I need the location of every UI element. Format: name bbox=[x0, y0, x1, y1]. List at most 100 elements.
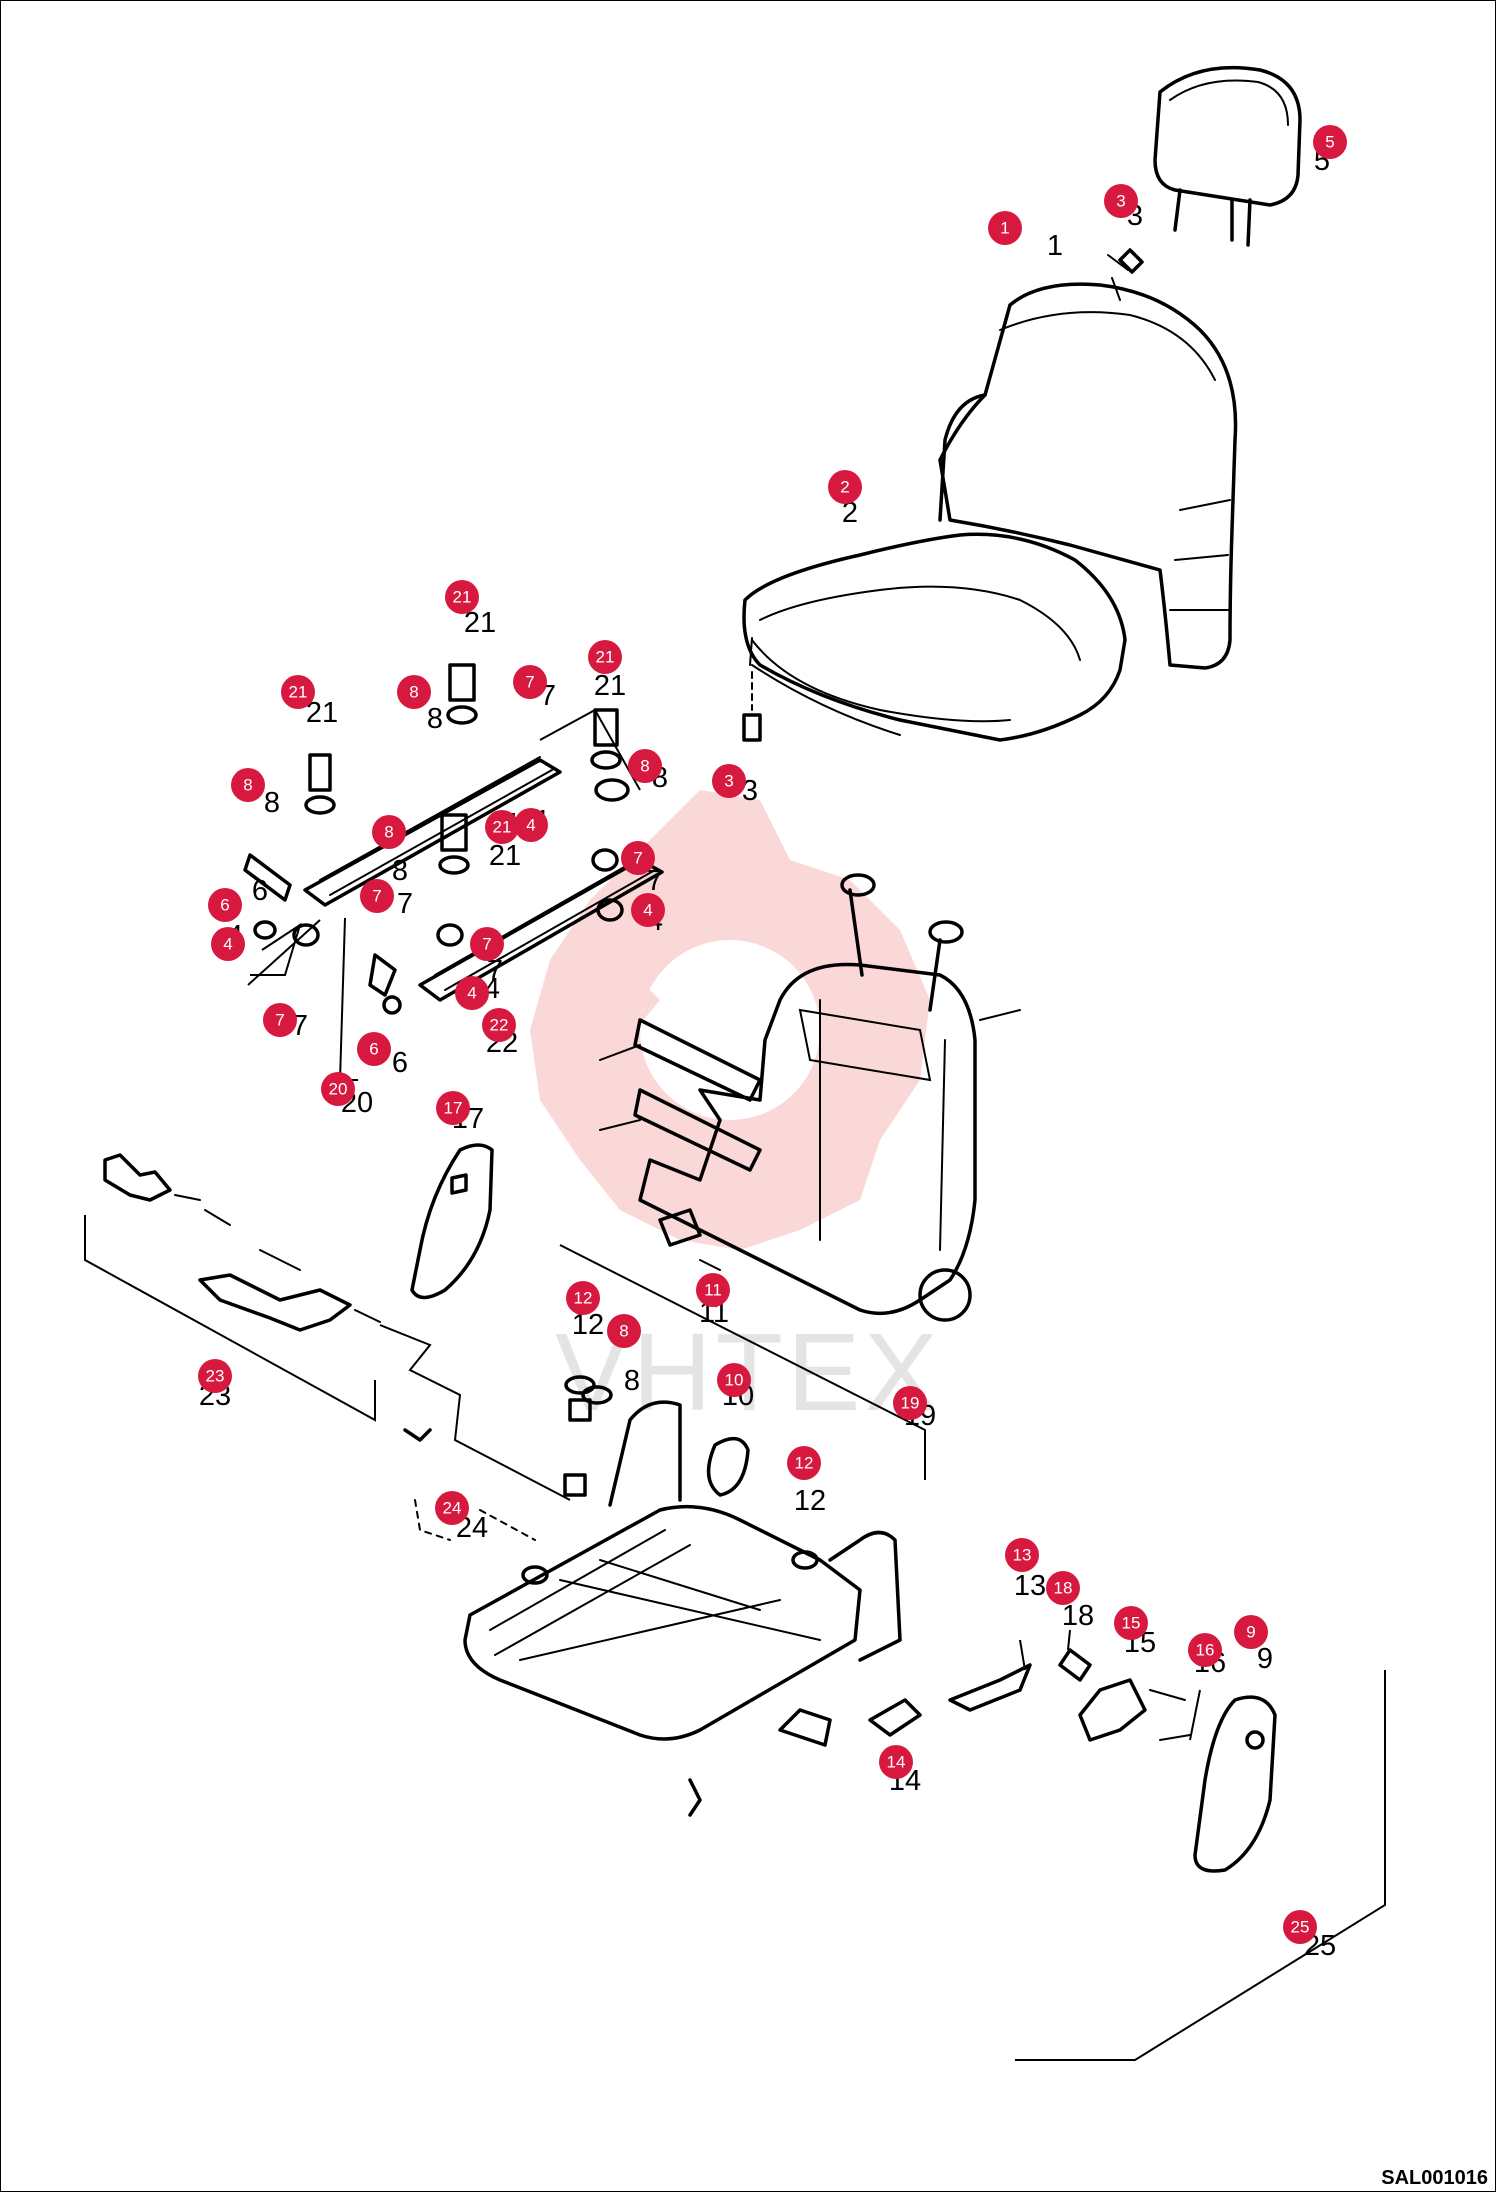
callout-badge-7e[interactable]: 7 bbox=[263, 1003, 297, 1037]
label-21b: 21 bbox=[594, 670, 626, 702]
label-13: 13 bbox=[1014, 1570, 1046, 1602]
svg-text:12: 12 bbox=[795, 1454, 814, 1473]
label-8d: 8 bbox=[392, 855, 408, 887]
callout-badge-24[interactable]: 24 bbox=[435, 1491, 469, 1525]
part-seat-cushion bbox=[742, 532, 1127, 742]
callout-badge-21d[interactable]: 21 bbox=[485, 810, 519, 844]
svg-text:9: 9 bbox=[1246, 1623, 1255, 1642]
svg-text:7: 7 bbox=[482, 935, 491, 954]
callout-badge-21a[interactable]: 21 bbox=[445, 580, 479, 614]
svg-text:8: 8 bbox=[384, 823, 393, 842]
callout-badge-8b[interactable]: 8 bbox=[231, 768, 265, 802]
callout-badge-12b[interactable]: 12 bbox=[787, 1446, 821, 1480]
part-side-cover-left bbox=[410, 1143, 494, 1300]
callout-badge-18[interactable]: 18 bbox=[1046, 1571, 1080, 1605]
part-seat-back bbox=[938, 254, 1238, 670]
part-lever-assembly bbox=[84, 1153, 571, 1501]
svg-text:24: 24 bbox=[443, 1499, 462, 1518]
svg-text:11: 11 bbox=[704, 1281, 722, 1300]
callout-badge-1[interactable]: 1 bbox=[988, 211, 1022, 245]
callout-badge-11[interactable]: 11 bbox=[696, 1273, 730, 1307]
callout-badge-4d[interactable]: 4 bbox=[455, 976, 489, 1010]
svg-text:25: 25 bbox=[1291, 1918, 1310, 1937]
part-seat-base-frame bbox=[414, 1244, 926, 1817]
callout-badge-13[interactable]: 13 bbox=[1005, 1538, 1039, 1572]
part-recliner-assembly bbox=[868, 1629, 1386, 2061]
svg-text:3: 3 bbox=[1116, 192, 1125, 211]
part-bolt-seat bbox=[742, 248, 1144, 742]
svg-text:10: 10 bbox=[725, 1371, 744, 1390]
callout-badge-4b[interactable]: 4 bbox=[514, 808, 548, 842]
callout-badge-7d[interactable]: 7 bbox=[470, 927, 504, 961]
callout-badge-7c[interactable]: 7 bbox=[621, 841, 655, 875]
watermark-logo bbox=[530, 790, 930, 1250]
svg-text:18: 18 bbox=[1054, 1579, 1073, 1598]
label-6a: 6 bbox=[392, 1047, 408, 1079]
callout-badge-20[interactable]: 20 bbox=[321, 1072, 355, 1106]
svg-text:21: 21 bbox=[596, 648, 615, 667]
callout-badge-4a[interactable]: 4 bbox=[211, 927, 245, 961]
callout-badge-7a[interactable]: 7 bbox=[513, 665, 547, 699]
svg-text:8: 8 bbox=[409, 683, 418, 702]
svg-text:4: 4 bbox=[526, 816, 535, 835]
svg-text:8: 8 bbox=[243, 776, 252, 795]
label-8e: 8 bbox=[624, 1365, 640, 1397]
callout-badge-8e[interactable]: 8 bbox=[607, 1314, 641, 1348]
callout-badge-22[interactable]: 22 bbox=[482, 1008, 516, 1042]
svg-text:7: 7 bbox=[633, 849, 642, 868]
label-8a: 8 bbox=[427, 703, 443, 735]
callout-badge-21b[interactable]: 21 bbox=[588, 640, 622, 674]
svg-text:7: 7 bbox=[275, 1011, 284, 1030]
svg-text:6: 6 bbox=[369, 1040, 378, 1059]
callout-badge-3a[interactable]: 3 bbox=[712, 764, 746, 798]
label-2: 2 bbox=[842, 497, 858, 529]
svg-text:6: 6 bbox=[220, 896, 229, 915]
callout-badge-4c[interactable]: 4 bbox=[631, 893, 665, 927]
label-9: 9 bbox=[1257, 1643, 1273, 1675]
svg-text:13: 13 bbox=[1013, 1546, 1032, 1565]
label-12b: 12 bbox=[794, 1485, 826, 1517]
callout-badge-2[interactable]: 2 bbox=[828, 470, 862, 504]
svg-text:7: 7 bbox=[525, 673, 534, 692]
label-8b: 8 bbox=[264, 787, 280, 819]
svg-text:21: 21 bbox=[289, 683, 308, 702]
callout-badge-3b[interactable]: 3 bbox=[1104, 184, 1138, 218]
svg-text:8: 8 bbox=[619, 1322, 628, 1341]
label-6b: 6 bbox=[252, 875, 268, 907]
callout-badge-6a[interactable]: 6 bbox=[357, 1032, 391, 1066]
svg-text:5: 5 bbox=[1325, 133, 1334, 152]
callout-badge-14[interactable]: 14 bbox=[879, 1745, 913, 1779]
svg-text:19: 19 bbox=[901, 1394, 920, 1413]
callout-badge-19[interactable]: 19 bbox=[893, 1386, 927, 1420]
label-3a: 3 bbox=[742, 775, 758, 807]
label-18: 18 bbox=[1062, 1600, 1094, 1632]
callout-badge-5[interactable]: 5 bbox=[1313, 125, 1347, 159]
callout-badge-17[interactable]: 17 bbox=[436, 1091, 470, 1125]
label-21d: 21 bbox=[489, 840, 521, 872]
label-12a: 12 bbox=[572, 1309, 604, 1341]
label-7d: 7 bbox=[487, 955, 503, 987]
callout-badge-15[interactable]: 15 bbox=[1114, 1606, 1148, 1640]
svg-text:12: 12 bbox=[574, 1289, 593, 1308]
callout-badge-21c[interactable]: 21 bbox=[281, 675, 315, 709]
callout-badges: 1 2 3 3 5 21 21 21 21 8 8 8 8 8 7 7 7 7 … bbox=[198, 125, 1347, 1944]
svg-text:4: 4 bbox=[643, 901, 652, 920]
callout-badge-8a[interactable]: 8 bbox=[397, 675, 431, 709]
part-headrest bbox=[1153, 65, 1302, 247]
svg-text:8: 8 bbox=[640, 757, 649, 776]
callout-badge-16[interactable]: 16 bbox=[1188, 1633, 1222, 1667]
callout-badge-23[interactable]: 23 bbox=[198, 1359, 232, 1393]
callout-badge-7b[interactable]: 7 bbox=[360, 879, 394, 913]
callout-badge-8d[interactable]: 8 bbox=[372, 815, 406, 849]
callout-badge-12a[interactable]: 12 bbox=[566, 1281, 600, 1315]
part-slide-rails bbox=[243, 663, 664, 1081]
callout-badge-6b[interactable]: 6 bbox=[208, 888, 242, 922]
callout-badge-10[interactable]: 10 bbox=[717, 1363, 751, 1397]
callout-badge-9[interactable]: 9 bbox=[1234, 1615, 1268, 1649]
callout-badge-8c[interactable]: 8 bbox=[628, 749, 662, 783]
svg-text:17: 17 bbox=[444, 1099, 463, 1118]
drawing-code: SAL001016 bbox=[1381, 2167, 1488, 2189]
callout-badge-25[interactable]: 25 bbox=[1283, 1910, 1317, 1944]
watermark-gear bbox=[530, 790, 930, 1250]
